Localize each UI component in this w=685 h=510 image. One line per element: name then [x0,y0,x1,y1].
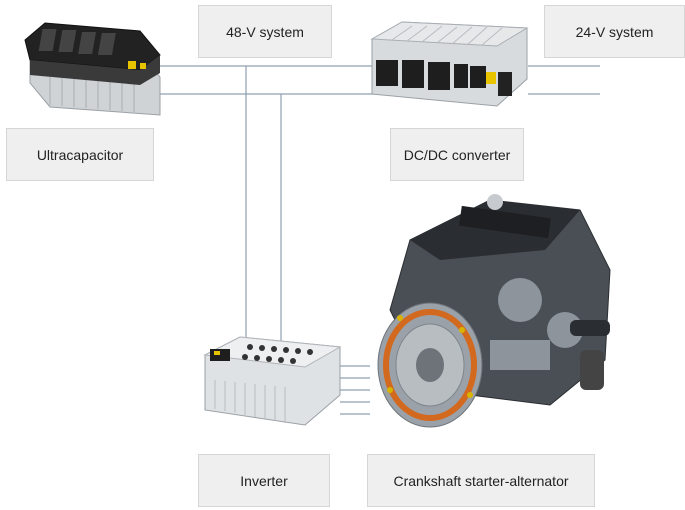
label-crankshaft-starter-alternator: Crankshaft starter-alternator [367,454,595,507]
ultracapacitor-device [24,22,161,116]
engine-starter-alternator-device [377,194,611,428]
label-dcdc-converter: DC/DC converter [390,128,524,181]
label-48v-system: 48-V system [198,5,332,58]
label-inverter: Inverter [198,454,330,507]
dcdc-converter-device [370,21,529,107]
inverter-device [203,336,342,426]
label-ultracapacitor: Ultracapacitor [6,128,154,181]
label-24v-system: 24-V system [544,5,685,58]
